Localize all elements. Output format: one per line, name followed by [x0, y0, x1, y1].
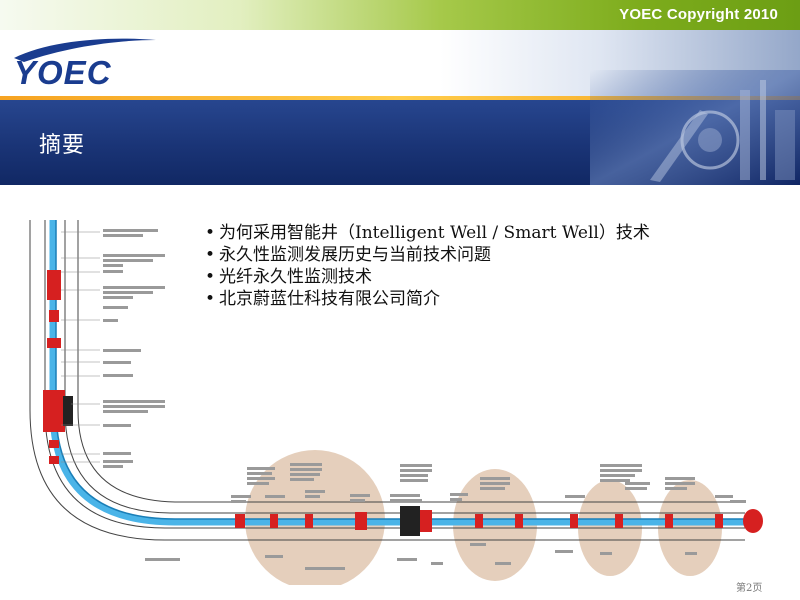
copyright-text: YOEC Copyright 2010 [619, 6, 778, 23]
bullet-item: •光纤永久性监测技术 [205, 266, 765, 288]
bullet-text: 永久性监测发展历史与当前技术问题 [219, 245, 491, 265]
vertical-annotation-text [103, 229, 165, 468]
bullet-text: 为何采用智能井（Intelligent Well / Smart Well）技术 [219, 223, 650, 243]
bullet-text: 北京蔚蓝仕科技有限公司简介 [219, 289, 440, 309]
drilling-rig-image [590, 70, 800, 185]
bullet-item: •永久性监测发展历史与当前技术问题 [205, 244, 765, 266]
page-number: 第2页 [736, 583, 763, 594]
summary-bullet-list: •为何采用智能井（Intelligent Well / Smart Well）技… [205, 222, 765, 310]
horizontal-equipment [235, 506, 763, 536]
yoec-logo: YOEC [14, 54, 112, 91]
horizontal-annotation-text [145, 463, 746, 570]
slide-title: 摘要 [39, 133, 86, 158]
bullet-dot-icon: • [205, 289, 216, 309]
slide-header: YOEC Copyright 2010 YOEC 摘要 [0, 0, 800, 185]
bullet-dot-icon: • [205, 267, 216, 287]
header-orange-line [0, 96, 800, 100]
vertical-annotations [61, 231, 100, 463]
vertical-equipment [43, 270, 73, 464]
header-glow-band [0, 0, 800, 30]
logo-swoosh-icon [14, 38, 156, 62]
bullet-text: 光纤永久性监测技术 [219, 267, 372, 287]
bullet-dot-icon: • [205, 245, 216, 265]
bullet-item: •北京蔚蓝仕科技有限公司简介 [205, 288, 765, 310]
bullet-item: •为何采用智能井（Intelligent Well / Smart Well）技… [205, 222, 765, 244]
smart-well-diagram [29, 220, 763, 585]
bullet-dot-icon: • [205, 223, 216, 243]
